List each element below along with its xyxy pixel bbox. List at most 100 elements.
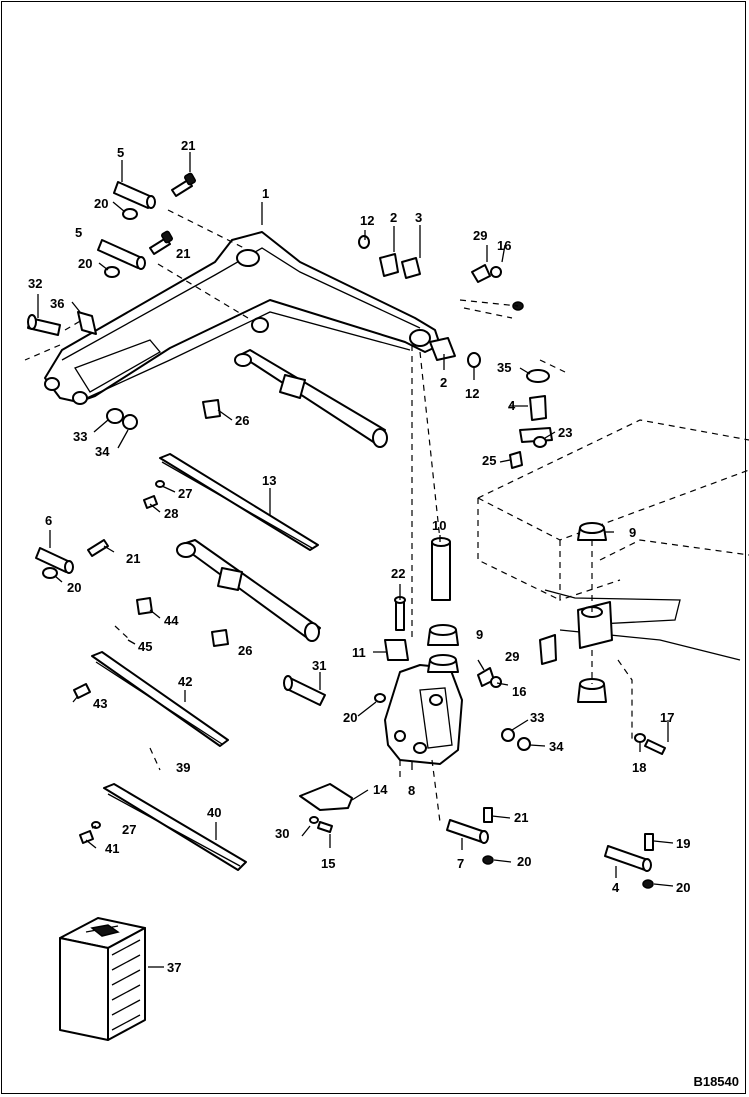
- bolt-30-15: [309, 816, 333, 833]
- plate-14: [299, 783, 353, 811]
- callout-2: 2: [440, 375, 447, 390]
- callout-40: 40: [207, 805, 221, 820]
- callout-20: 20: [343, 710, 357, 725]
- callout-22: 22: [391, 566, 405, 581]
- callout-9: 9: [476, 627, 483, 642]
- wear-strip-42: [91, 651, 229, 747]
- callout-33: 33: [73, 429, 87, 444]
- callout-20: 20: [676, 880, 690, 895]
- wear-strip-40: [103, 783, 247, 871]
- callout-20: 20: [67, 580, 81, 595]
- callout-35: 35: [497, 360, 511, 375]
- callout-42: 42: [178, 674, 192, 689]
- callout-28: 28: [164, 506, 178, 521]
- kit-box-37: [59, 917, 146, 1041]
- bolt-17-18: [634, 733, 666, 755]
- cap-26: [202, 399, 221, 419]
- callout-41: 41: [105, 841, 119, 856]
- callout-9: 9: [629, 525, 636, 540]
- callout-37: 37: [167, 960, 181, 975]
- callout-26: 26: [235, 413, 249, 428]
- callout-5: 5: [117, 145, 124, 160]
- callout-13: 13: [262, 473, 276, 488]
- callout-2: 2: [390, 210, 397, 225]
- callout-16: 16: [512, 684, 526, 699]
- callout-5: 5: [75, 225, 82, 240]
- callout-11: 11: [352, 645, 366, 660]
- callout-27: 27: [122, 822, 136, 837]
- wiper-44: [136, 597, 153, 615]
- callout-6: 6: [45, 513, 52, 528]
- bracket-35-set: [509, 369, 553, 469]
- washer-20-mid: [374, 693, 386, 703]
- callout-29: 29: [473, 228, 487, 243]
- callout-4: 4: [508, 398, 516, 413]
- callout-15: 15: [321, 856, 335, 871]
- pin-31: [283, 675, 326, 706]
- callout-43: 43: [93, 696, 107, 711]
- bushing-9-right: [577, 522, 607, 703]
- callout-34: 34: [549, 739, 564, 754]
- callout-labels: 1 2 2 3 4 4 5 5 6 7 8 9 9 9 10 11 12 12 …: [28, 138, 690, 975]
- screw-27-28: [143, 480, 165, 509]
- callout-25: 25: [482, 453, 496, 468]
- swing-frame: [384, 664, 463, 765]
- callout-4: 4: [612, 880, 620, 895]
- bracket-36: [77, 311, 97, 335]
- callout-27: 27: [178, 486, 192, 501]
- callout-23: 23: [558, 425, 572, 440]
- spacer: [358, 235, 481, 368]
- callout-1: 1: [262, 186, 269, 201]
- callout-20: 20: [517, 854, 531, 869]
- callout-36: 36: [50, 296, 64, 311]
- pin-4: [604, 833, 654, 889]
- wear-strip-13: [159, 453, 319, 551]
- callout-20: 20: [78, 256, 92, 271]
- king-pin-10: [427, 537, 459, 673]
- swing-cylinder: [176, 539, 321, 642]
- callout-7: 7: [457, 856, 464, 871]
- callout-21: 21: [181, 138, 195, 153]
- callout-20: 20: [94, 196, 108, 211]
- callout-45: 45: [138, 639, 152, 654]
- callout-21: 21: [176, 246, 190, 261]
- bolt-43: [73, 683, 91, 699]
- callout-39: 39: [176, 760, 190, 775]
- bolt-22: [394, 596, 406, 631]
- figure-code: B18540: [693, 1074, 739, 1089]
- callout-34: 34: [95, 444, 110, 459]
- callout-32: 32: [28, 276, 42, 291]
- callout-31: 31: [312, 658, 326, 673]
- callout-16: 16: [497, 238, 511, 253]
- screw-27b-41: [79, 821, 101, 844]
- pin-7: [446, 807, 494, 865]
- grease-fitting: [471, 264, 524, 311]
- callout-44: 44: [164, 613, 179, 628]
- fitting-mid: [477, 667, 502, 688]
- pivot-pin: [97, 181, 156, 270]
- callout-12: 12: [360, 213, 374, 228]
- callout-8: 8: [408, 783, 415, 798]
- callout-21: 21: [126, 551, 140, 566]
- callout-10: 10: [432, 518, 446, 533]
- callout-19: 19: [676, 836, 690, 851]
- callout-12: 12: [465, 386, 479, 401]
- callout-26: 26: [238, 643, 252, 658]
- bushing-mid: [501, 728, 531, 751]
- ring-45: [114, 625, 131, 641]
- boom-cylinder: [234, 349, 388, 448]
- callout-29: 29: [505, 649, 519, 664]
- pin-6: [35, 539, 109, 579]
- cap-26b: [211, 629, 229, 647]
- callout-18: 18: [632, 760, 646, 775]
- bolt-32: [27, 314, 61, 336]
- callout-3: 3: [415, 210, 422, 225]
- callout-17: 17: [660, 710, 674, 725]
- bracket-11: [384, 639, 409, 661]
- callout-14: 14: [373, 782, 388, 797]
- callout-30: 30: [275, 826, 289, 841]
- leader-lines: [24, 152, 674, 968]
- callout-33: 33: [530, 710, 544, 725]
